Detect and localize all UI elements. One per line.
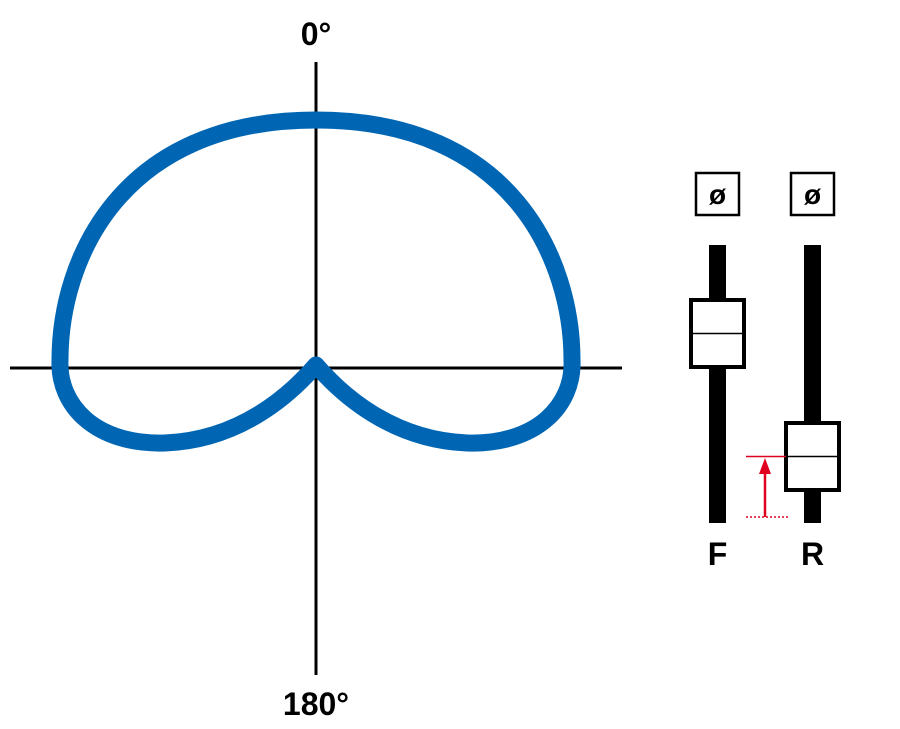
- channel-f: ø F: [689, 171, 746, 572]
- polar-pattern: 0° 180°: [10, 16, 622, 722]
- arrow-head-icon: [759, 458, 771, 474]
- fader-knob-f[interactable]: [689, 298, 746, 369]
- phase-symbol-r: ø: [804, 179, 821, 210]
- phase-button-r[interactable]: [789, 171, 836, 217]
- polar-label-bottom: 180°: [283, 686, 349, 722]
- mixer-faders: ø F ø R: [689, 171, 841, 572]
- fader-track-f[interactable]: [709, 245, 726, 523]
- phase-symbol-f: ø: [709, 179, 726, 210]
- polar-response-curve: [51, 111, 581, 452]
- channel-label-r: R: [801, 536, 824, 572]
- phase-button-f[interactable]: [694, 171, 741, 217]
- channel-label-f: F: [708, 536, 728, 572]
- polar-label-top: 0°: [301, 16, 332, 52]
- level-offset-arrow: [746, 455, 790, 518]
- fader-knob-r[interactable]: [784, 421, 841, 492]
- channel-r: ø R: [784, 171, 841, 572]
